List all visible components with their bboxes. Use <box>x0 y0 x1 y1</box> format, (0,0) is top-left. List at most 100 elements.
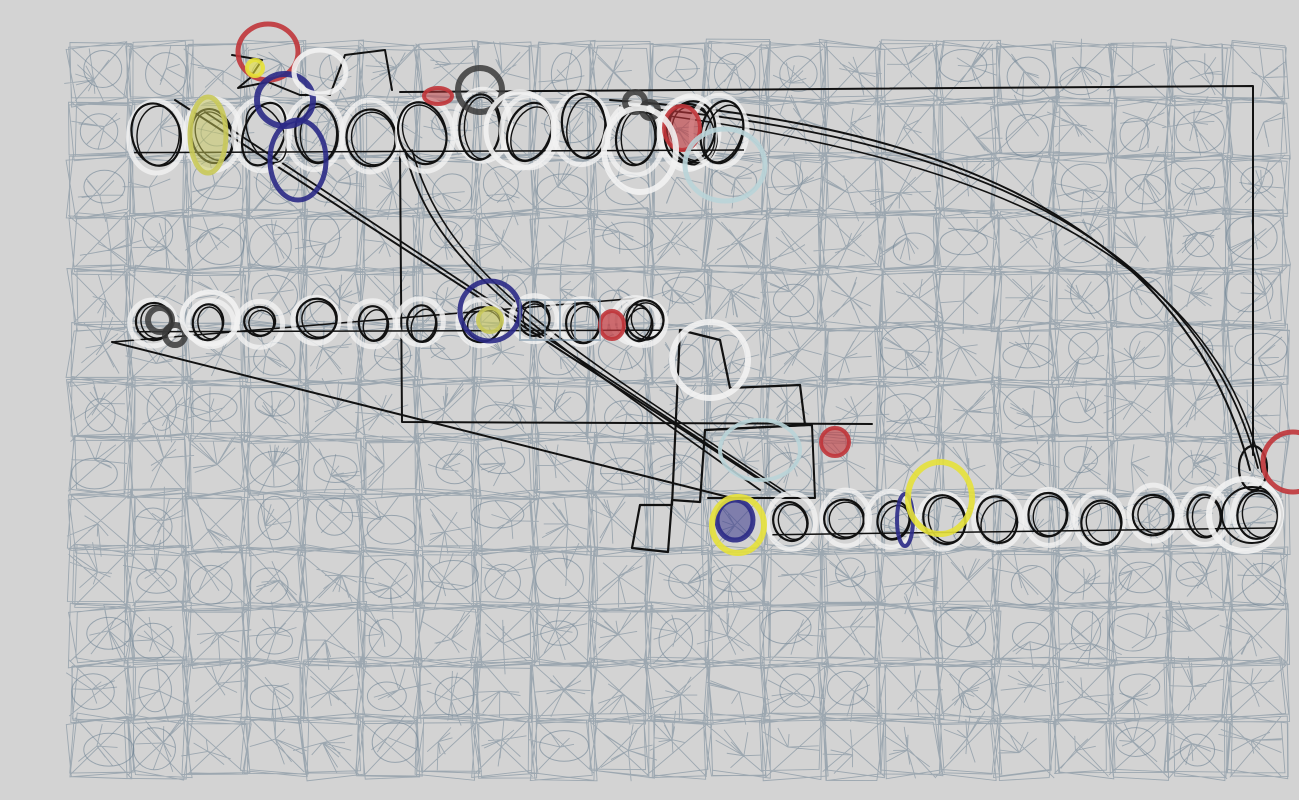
grid-ellipse <box>772 283 815 318</box>
grid-ellipse <box>779 55 818 92</box>
grid-ellipse <box>474 404 522 431</box>
white-halo <box>452 86 514 164</box>
yellow-dot <box>245 58 265 78</box>
red-ring <box>1260 429 1299 495</box>
grid-ellipse <box>1179 733 1216 767</box>
chain-baseline <box>134 149 745 154</box>
grid-ellipse <box>713 52 756 95</box>
grid-ellipse <box>1118 561 1164 594</box>
ink-loop-inner <box>136 105 180 166</box>
dark-blob <box>162 322 188 348</box>
corner-ink-loop <box>1237 444 1269 492</box>
grid-ellipse <box>1178 454 1217 485</box>
grid-ellipse <box>146 387 177 431</box>
ink-loop-inner <box>927 496 966 544</box>
grid-ellipse <box>71 457 118 490</box>
grid-ellipse <box>249 450 300 488</box>
grid-ellipse <box>1241 562 1282 607</box>
chain-baseline <box>136 329 663 333</box>
ink-loop <box>295 297 338 340</box>
frame-outline-top <box>399 85 1254 456</box>
light-blue-ring <box>718 418 802 482</box>
grid-ellipse <box>1129 331 1166 369</box>
ink-loop-inner <box>566 96 606 159</box>
grid-ellipse <box>1058 397 1097 424</box>
grid-ellipse <box>249 567 289 604</box>
grid-ellipse <box>1002 449 1041 477</box>
white-ring <box>601 105 679 195</box>
grid-ellipse <box>550 52 582 96</box>
grid-ellipse <box>544 106 597 144</box>
grid-ellipse <box>249 684 294 710</box>
grid-ellipse <box>958 666 992 711</box>
grid-ellipse <box>484 563 521 600</box>
grid-ellipse <box>1070 271 1110 315</box>
grid-ellipse <box>1108 613 1157 652</box>
grid-ellipse <box>1060 163 1108 203</box>
grid-ellipse <box>83 169 126 204</box>
olive-blob <box>476 306 504 334</box>
grid-ellipse <box>602 221 654 250</box>
grid-ellipse <box>1005 114 1049 158</box>
sweep-curve-1 <box>609 99 1251 471</box>
grid-ellipse <box>435 453 474 485</box>
red-blob <box>598 309 626 341</box>
ink-loop-inner <box>362 309 388 341</box>
white-halo <box>1126 482 1180 544</box>
grid-ellipse <box>1234 332 1288 367</box>
ink-loop-inner <box>401 104 448 163</box>
grid-ellipse <box>428 560 479 590</box>
grid-ellipse <box>710 564 763 593</box>
grid-ellipse <box>482 166 519 202</box>
white-ring <box>1206 476 1284 554</box>
grid-ellipse <box>710 402 760 432</box>
grid-ellipse <box>600 457 646 485</box>
color-rings <box>145 21 1299 556</box>
ink-loop-inner <box>299 106 338 163</box>
grid-ellipse <box>771 159 804 196</box>
grid-ellipse <box>1225 215 1278 260</box>
grid-ellipse <box>315 497 354 536</box>
grid-ellipse <box>935 606 987 648</box>
grid-ellipse <box>133 507 173 546</box>
grid-ellipse <box>1070 610 1102 652</box>
grid-ellipse <box>79 113 119 150</box>
grid-ellipse <box>661 276 706 304</box>
grid-ellipse <box>1010 564 1054 606</box>
grid-ellipse <box>892 232 936 266</box>
ink-loop-inner <box>1085 502 1122 544</box>
grid-ellipse <box>1172 60 1214 95</box>
grid-ellipse <box>1224 271 1274 313</box>
grid-ellipse <box>196 226 245 265</box>
grid-ellipse <box>429 220 463 249</box>
red-blob <box>819 426 851 458</box>
ink-loop <box>357 305 390 342</box>
dark-blob <box>145 305 175 335</box>
grid-ellipse <box>539 730 589 762</box>
grid-ellipse <box>255 627 293 655</box>
grid-ellipse <box>668 564 701 599</box>
dark-blob <box>455 65 505 115</box>
white-halo <box>1178 485 1232 547</box>
grid-ellipse <box>138 668 173 713</box>
grid-ellipse <box>1063 446 1099 474</box>
grid-ellipse <box>136 568 177 594</box>
blue-hatch <box>519 299 601 341</box>
grid-ellipse <box>1118 503 1161 533</box>
grid-ellipse <box>779 673 815 708</box>
grid-ellipse <box>313 455 358 484</box>
grid-ellipse <box>257 495 292 541</box>
grid-ellipse <box>83 732 135 767</box>
ink-loop-inner <box>510 106 552 161</box>
white-halo <box>1072 490 1126 552</box>
grid-ellipse <box>145 52 188 97</box>
grid-ellipse <box>477 447 526 475</box>
grid-ellipse <box>1068 331 1099 365</box>
ink-loop <box>922 494 967 546</box>
grid-ellipse <box>471 500 525 529</box>
grid-ellipse <box>1059 66 1103 96</box>
yellow-ring <box>709 494 767 556</box>
grid-ellipse <box>1240 166 1274 194</box>
